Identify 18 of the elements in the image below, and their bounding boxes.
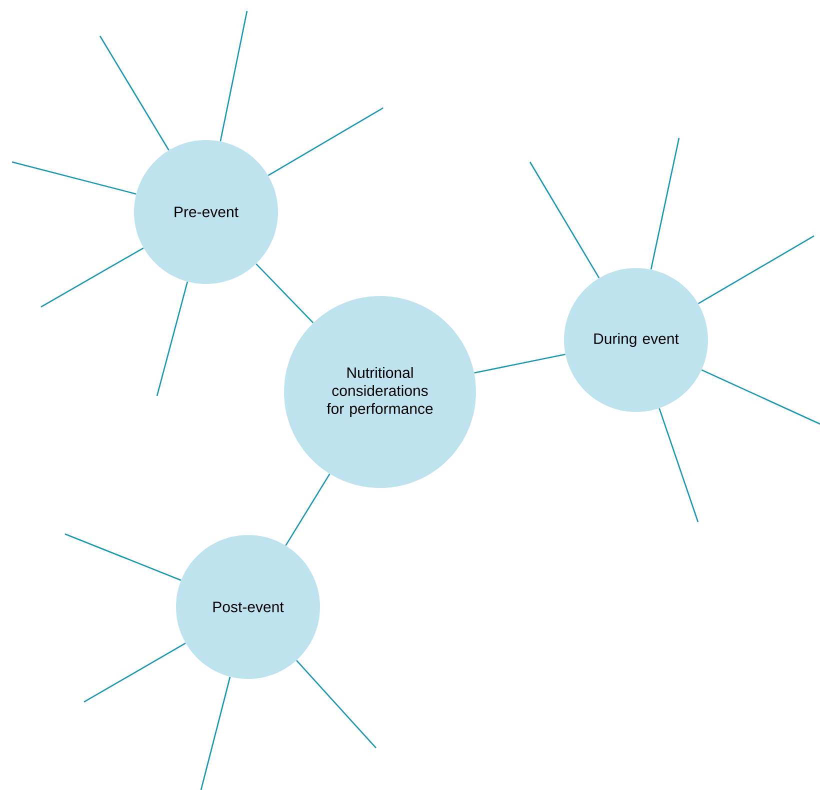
spoke-line bbox=[296, 660, 376, 748]
spoke-line bbox=[268, 107, 384, 176]
spoke-line bbox=[698, 235, 814, 304]
connector-line bbox=[474, 354, 566, 374]
spoke-line bbox=[99, 36, 170, 150]
spoke-line bbox=[64, 533, 182, 581]
spoke-line bbox=[529, 162, 600, 278]
spoke-line bbox=[156, 282, 188, 396]
spoke-line bbox=[701, 369, 820, 425]
spoke-line bbox=[200, 676, 231, 790]
spoke-line bbox=[658, 408, 699, 522]
spoke-line bbox=[12, 161, 136, 195]
spoke-line bbox=[40, 247, 144, 308]
connector-line bbox=[256, 263, 314, 324]
connector-line bbox=[285, 474, 330, 546]
spoke-line bbox=[84, 642, 186, 703]
spoke-line bbox=[220, 10, 248, 142]
spoke-line bbox=[650, 138, 680, 270]
